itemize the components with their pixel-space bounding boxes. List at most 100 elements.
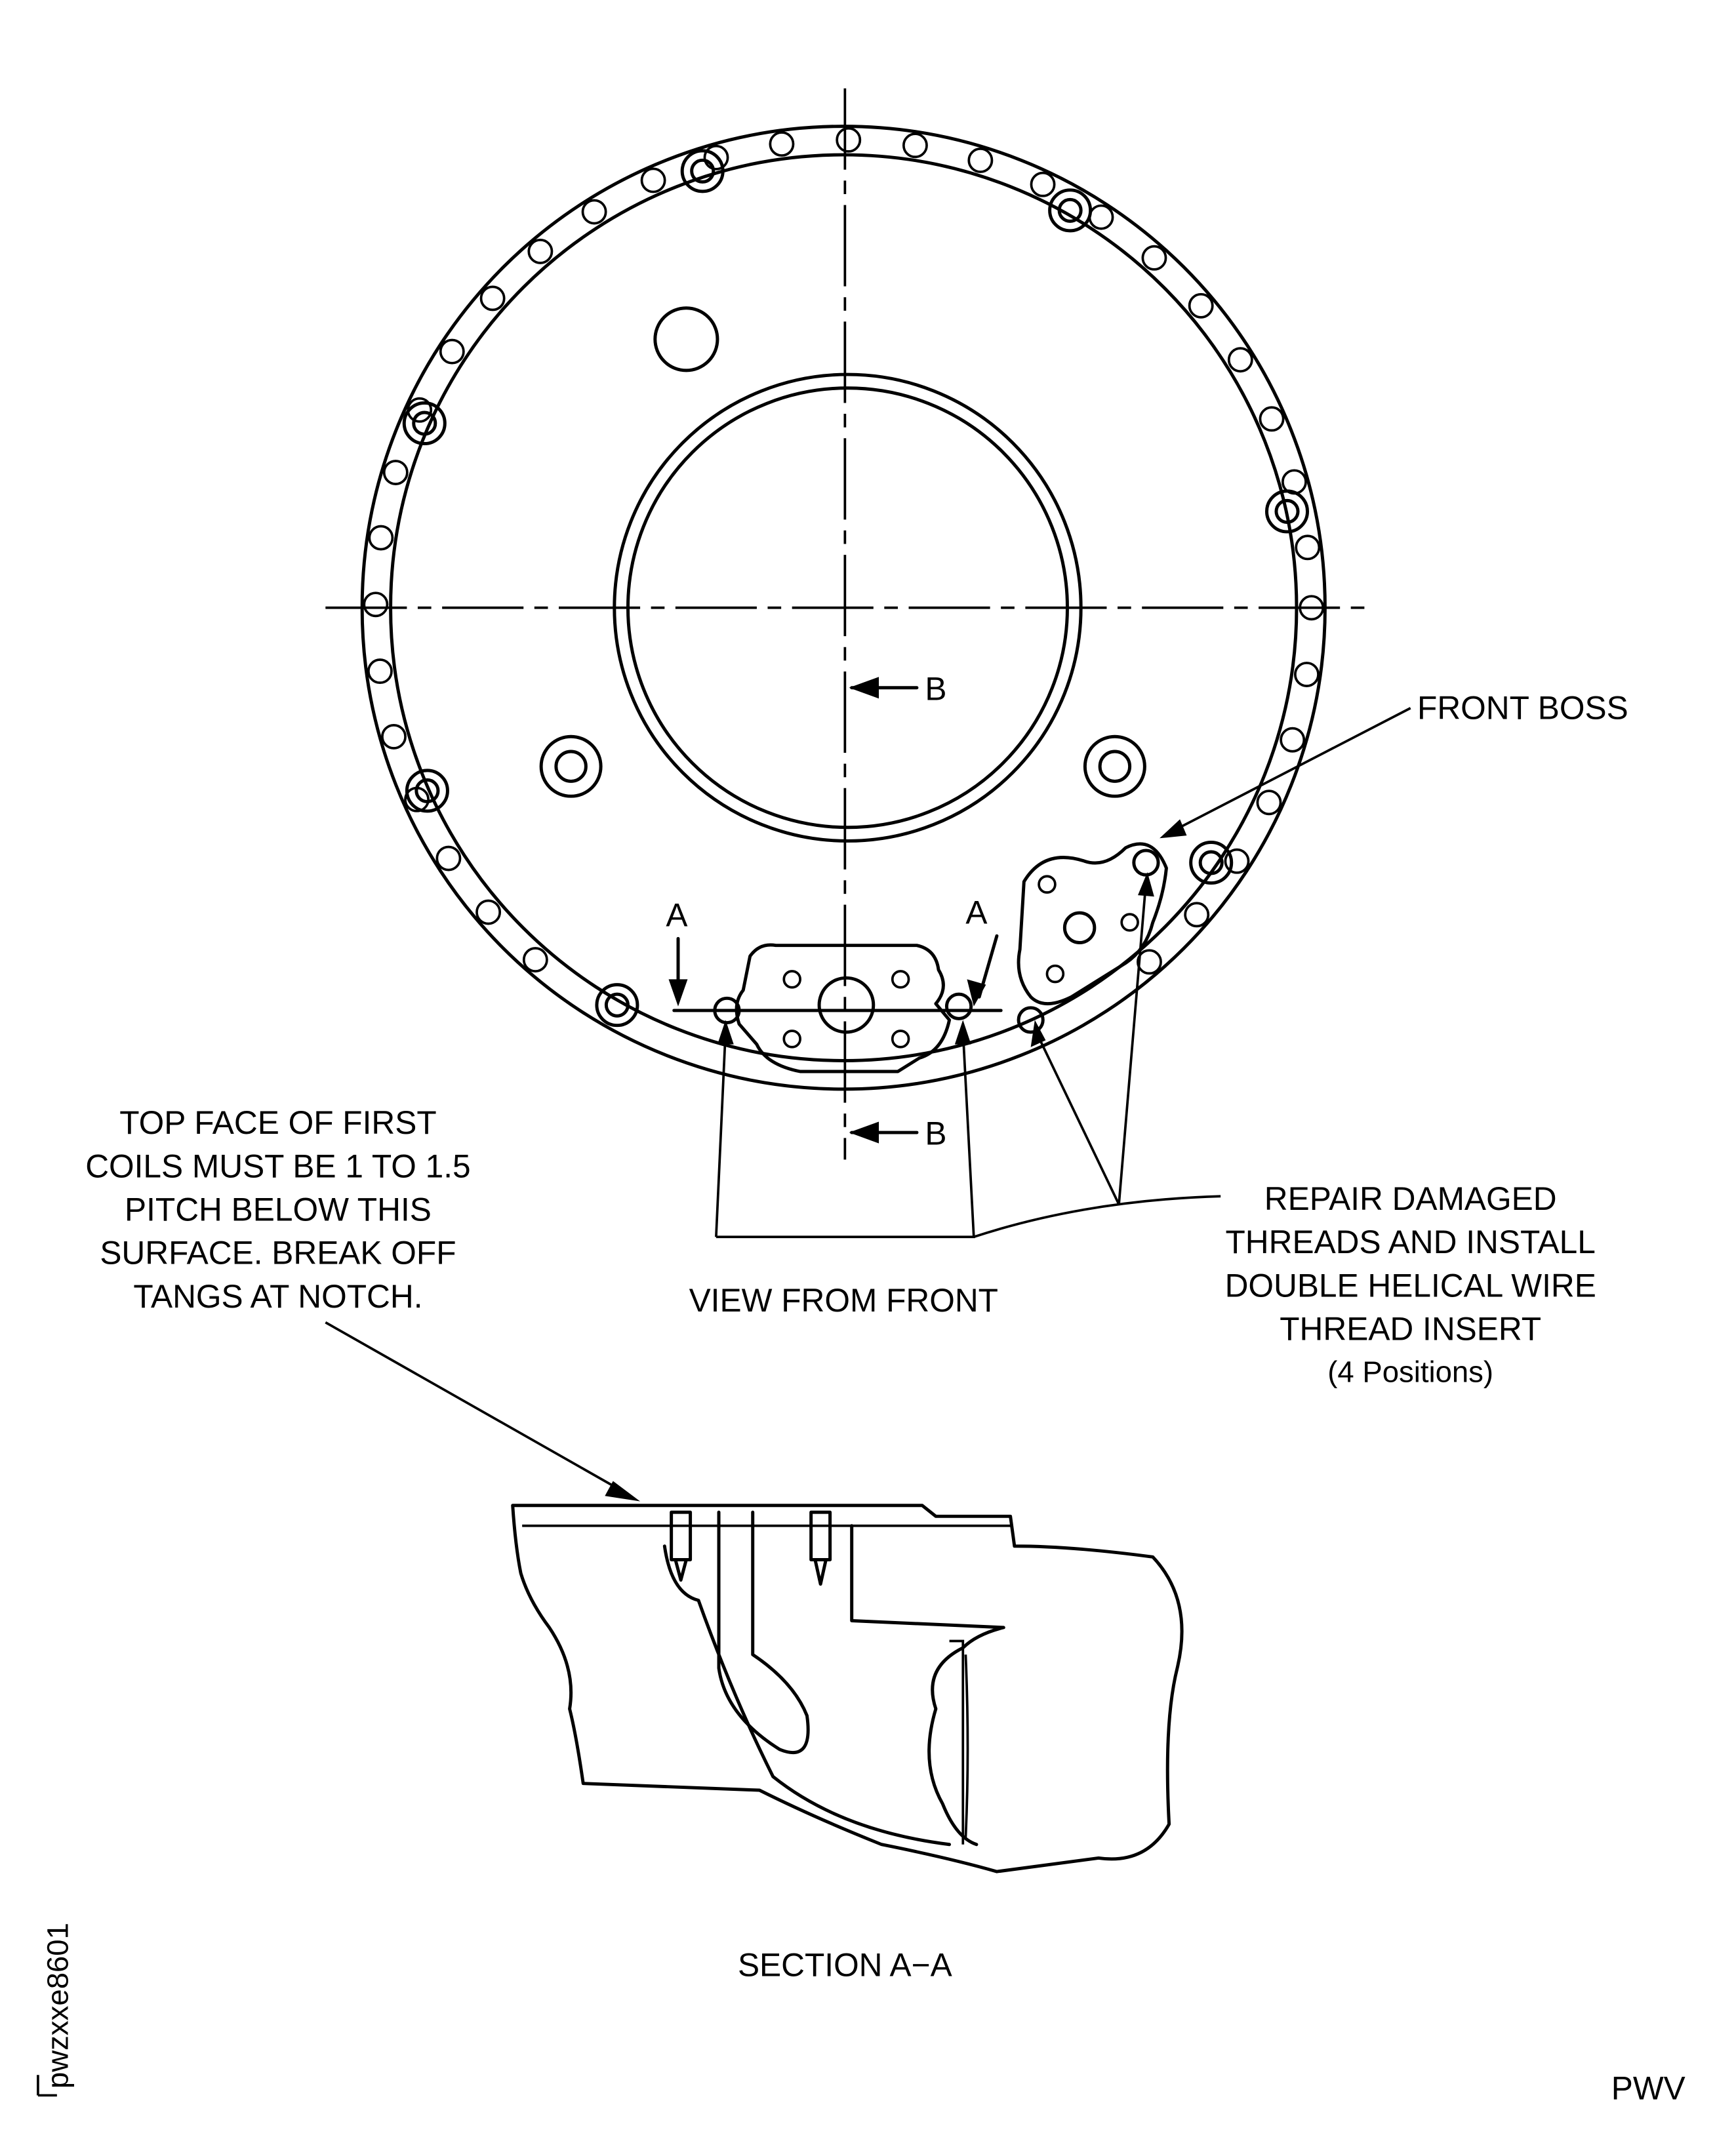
bolt-hole [1280, 727, 1306, 753]
bore-outer [613, 372, 1083, 843]
front-boss-label: FRONT BOSS [1417, 689, 1628, 726]
repair-note-line: THREADS AND INSTALL [1225, 1224, 1595, 1260]
bolt-hole [902, 132, 928, 159]
section-label-a: A [666, 897, 687, 934]
bolt-hole [967, 148, 994, 173]
bolt-hole [1293, 662, 1320, 687]
bolt-hole [527, 238, 554, 264]
bolt-hole [382, 460, 409, 485]
boss-bolt-hole [680, 149, 725, 193]
section-label-a: A [965, 894, 987, 931]
bolt-hole [1141, 245, 1167, 271]
top-face-note: TOP FACE OF FIRST COILS MUST BE 1 TO 1.5… [85, 1104, 470, 1315]
boss-bolt-hole [402, 401, 447, 446]
boss-bolt-hole [405, 769, 449, 813]
boss-center-hole [817, 976, 876, 1034]
bolt-hole [1137, 949, 1162, 975]
top-face-note-line: TOP FACE OF FIRST [119, 1104, 436, 1141]
top-face-note-line: SURFACE. BREAK OFF [100, 1235, 456, 1272]
top-face-leader [325, 1321, 625, 1493]
arrowhead [967, 979, 986, 1007]
boss-hole [891, 1030, 910, 1049]
front-boss-leader [1174, 707, 1411, 831]
bolt-hole [439, 338, 465, 365]
arrowhead [668, 979, 688, 1007]
repair-note-line: DOUBLE HELICAL WIRE [1225, 1267, 1596, 1304]
front-boss-hole [1062, 911, 1097, 945]
boss-bolt-hole [1274, 498, 1300, 524]
top-face-note-line: TANGS AT NOTCH. [133, 1278, 422, 1315]
repair-leader [715, 881, 1221, 1239]
front-boss [1017, 842, 1168, 1005]
section-label-b: B [925, 670, 946, 707]
counterbored-hole-inner [1098, 750, 1132, 783]
bolt-hole [1227, 347, 1253, 373]
bolt-hole-pattern [363, 127, 1325, 1028]
repair-note: REPAIR DAMAGED THREADS AND INSTALL DOUBL… [1225, 1180, 1596, 1389]
bottom-boss [735, 943, 952, 1073]
bolt-hole [1299, 595, 1325, 621]
bolt-hole [769, 131, 795, 157]
figure-id-bracket [37, 2075, 57, 2097]
front-boss-insert-hole [1132, 849, 1160, 877]
bolt-hole [1184, 902, 1210, 928]
arrowhead [605, 1481, 641, 1502]
front-boss-hole-small [1045, 964, 1065, 984]
insert-hole [1017, 1006, 1045, 1034]
boss-bolt-hole [604, 992, 630, 1018]
bolt-hole [368, 525, 394, 551]
section-a-a-view [511, 1504, 1184, 1873]
arrowhead [849, 677, 879, 699]
view-from-front-label: VIEW FROM FRONT [689, 1282, 998, 1319]
bolt-hole [522, 947, 548, 973]
counterbored-hole [539, 734, 603, 798]
bolt-hole [381, 723, 407, 750]
counterbored-hole [1083, 734, 1146, 798]
bolt-hole [581, 199, 607, 225]
insert-hole [944, 992, 973, 1020]
boss-bolt-hole [1048, 188, 1093, 233]
boss-hole [782, 970, 801, 989]
arrowhead [954, 1020, 971, 1045]
counterbored-hole-inner [554, 750, 588, 783]
arrowhead [1138, 872, 1154, 897]
bolt-hole [1259, 406, 1285, 432]
front-boss-hole-small [1120, 913, 1139, 932]
boss-hole [891, 970, 910, 989]
arrowhead [1030, 1020, 1046, 1047]
flange-inner-ring [389, 153, 1299, 1062]
section-a-a-title: SECTION A−A [738, 1946, 952, 1983]
bolt-hole [1295, 534, 1321, 561]
boss-bolt-hole [690, 158, 716, 184]
bolt-hole [363, 591, 389, 618]
bolt-hole [367, 658, 393, 685]
bolt-hole [1088, 204, 1114, 230]
flange-outer-edge [360, 125, 1327, 1091]
bolt-hole [479, 285, 506, 311]
bolt-hole [703, 144, 729, 170]
boss-bolt-hole [1189, 841, 1234, 885]
bore-inner [626, 386, 1069, 830]
top-face-note-line: PITCH BELOW THIS [125, 1191, 432, 1228]
arrowhead [1160, 819, 1187, 839]
bolt-hole [435, 845, 462, 871]
boss-bolt-hole [1198, 850, 1224, 875]
boss-bolt-hole [1057, 197, 1083, 223]
footer-code: PWV [1611, 2070, 1686, 2107]
bolt-hole [640, 167, 666, 193]
boss-bolt-hole [414, 778, 440, 803]
repair-note-line: (4 Positions) [1327, 1355, 1493, 1389]
front-boss-hole-small [1038, 875, 1057, 894]
bolt-hole [1030, 171, 1056, 197]
bolt-hole [1224, 848, 1250, 874]
repair-note-line: REPAIR DAMAGED [1264, 1180, 1557, 1217]
boss-bolt-hole [595, 983, 639, 1028]
bolt-hole [836, 127, 862, 153]
arrowhead [717, 1020, 734, 1045]
figure-id: pwzxxe8601 [41, 1923, 74, 2089]
bolt-hole [475, 899, 502, 925]
boss-hole [782, 1030, 801, 1049]
arrowhead [849, 1121, 879, 1144]
repair-note-line: THREAD INSERT [1280, 1310, 1541, 1347]
